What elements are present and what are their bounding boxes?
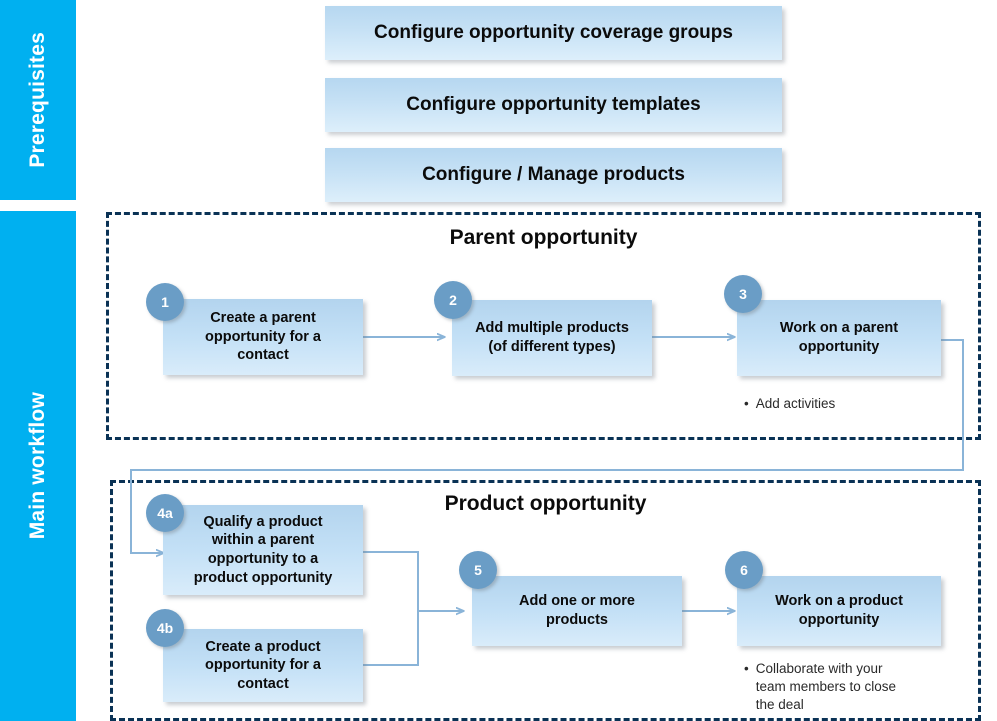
step-badge-5: 5 xyxy=(459,551,497,589)
step-label: Add one or more products xyxy=(518,593,635,628)
note-list-parent: • Add activities xyxy=(744,395,954,413)
step-box-work-on-parent-opportunity[interactable]: Work on a parent opportunity xyxy=(737,300,941,376)
section-title-parent-opportunity: Parent opportunity xyxy=(449,226,638,249)
step-box-create-product-opportunity[interactable]: Create a product opportunity for a conta… xyxy=(163,629,363,702)
step-box-work-on-product-opportunity[interactable]: Work on a product opportunity xyxy=(737,576,941,646)
prerequisite-box-coverage-groups[interactable]: Configure opportunity coverage groups xyxy=(325,6,782,60)
bullet-icon: • xyxy=(744,396,749,411)
step-label: Create a product opportunity for a conta… xyxy=(205,638,321,692)
bullet-icon: • xyxy=(744,661,749,676)
step-badge-6: 6 xyxy=(725,551,763,589)
step-badge-3: 3 xyxy=(724,275,762,313)
note-text: Add activities xyxy=(755,396,836,411)
note-text: Collaborate with your team members to cl… xyxy=(755,661,897,713)
step-label: Qualify a product within a parent opport… xyxy=(193,513,333,586)
step-badge-4b: 4b xyxy=(146,609,184,647)
step-label: Create a parent opportunity for a contac… xyxy=(205,310,321,364)
prerequisite-box-products[interactable]: Configure / Manage products xyxy=(325,148,782,202)
note-item: • Add activities xyxy=(744,395,954,413)
step-box-add-one-or-more-products[interactable]: Add one or more products xyxy=(472,576,682,646)
sidebar-label-main-workflow: Main workflow xyxy=(26,392,49,540)
sidebar-band-prerequisites: Prerequisites xyxy=(0,0,76,200)
step-badge-1: 1 xyxy=(146,283,184,321)
note-list-product: • Collaborate with your team members to … xyxy=(744,660,934,715)
sidebar-band-main-workflow: Main workflow xyxy=(0,211,76,721)
step-badge-2: 2 xyxy=(434,281,472,319)
note-item: • Collaborate with your team members to … xyxy=(744,660,934,715)
step-label: Work on a product opportunity xyxy=(775,593,903,628)
step-box-add-multiple-products[interactable]: Add multiple products (of different type… xyxy=(452,300,652,376)
step-label: Add multiple products (of different type… xyxy=(475,320,629,355)
prerequisite-label: Configure opportunity coverage groups xyxy=(374,21,733,43)
prerequisite-box-templates[interactable]: Configure opportunity templates xyxy=(325,78,782,132)
prerequisite-label: Configure opportunity templates xyxy=(406,93,701,115)
step-box-qualify-product-to-product-opportunity[interactable]: Qualify a product within a parent opport… xyxy=(163,505,363,595)
step-badge-4a: 4a xyxy=(146,494,184,532)
prerequisite-label: Configure / Manage products xyxy=(422,163,685,185)
step-box-create-parent-opportunity[interactable]: Create a parent opportunity for a contac… xyxy=(163,299,363,375)
step-label: Work on a parent opportunity xyxy=(779,320,899,355)
sidebar-label-prerequisites: Prerequisites xyxy=(26,32,49,168)
